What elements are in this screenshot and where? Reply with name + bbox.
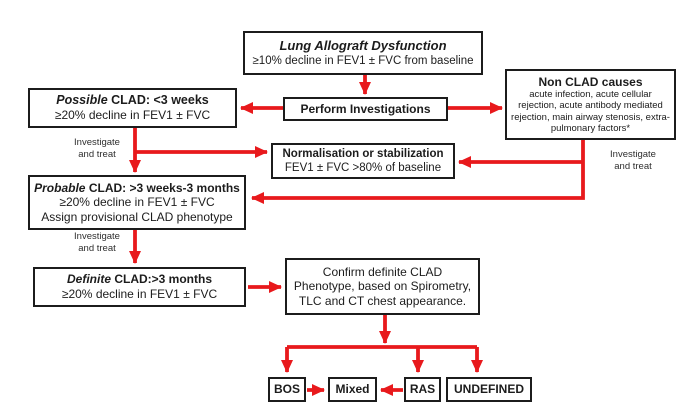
normalisation-stabilization-box: Normalisation or stabilization FEV1 ± FV… [271, 143, 455, 179]
box-body: acute infection, acute cellular rejectio… [511, 88, 670, 135]
undefined-box: UNDEFINED [446, 377, 532, 402]
box-title: Non CLAD causes [538, 74, 643, 89]
box-subtitle: ≥10% decline in FEV1 ± FVC from baseline [252, 54, 474, 67]
box-line2: ≥20% decline in FEV1 ± FVC [59, 195, 215, 210]
box-body: Confirm definite CLAD Phenotype, based o… [293, 264, 472, 308]
label-line2: and treat [614, 160, 652, 172]
box-subtitle: ≥20% decline in FEV1 ± FVC [61, 287, 218, 301]
label-line1: Investigate [610, 149, 656, 160]
mixed-box: Mixed [328, 377, 377, 402]
box-subtitle: ≥20% decline in FEV1 ± FVC [54, 108, 211, 123]
box-title: Lung Allograft Dysfunction [279, 38, 447, 54]
box-title-rest: CLAD: >3 weeks-3 months [85, 180, 240, 195]
definite-clad-box: Definite CLAD:>3 months ≥20% decline in … [33, 267, 246, 307]
box-subtitle: FEV1 ± FVC >80% of baseline [284, 162, 442, 174]
label-line2: and treat [78, 242, 116, 254]
box-title: RAS [409, 382, 436, 397]
box-title-emphasis: Probable [34, 180, 86, 195]
label-line2: and treat [78, 148, 116, 160]
probable-clad-box: Probable CLAD: >3 weeks-3 months ≥20% de… [28, 175, 246, 230]
box-title-emphasis: Possible [56, 93, 108, 108]
label-line1: Investigate [74, 231, 120, 242]
non-clad-causes-box: Non CLAD causes acute infection, acute c… [505, 69, 676, 140]
box-title: BOS [273, 382, 300, 397]
possible-clad-box: Possible CLAD: <3 weeks ≥20% decline in … [28, 88, 237, 128]
ras-box: RAS [404, 377, 441, 402]
box-title: UNDEFINED [453, 382, 524, 397]
bos-box: BOS [268, 377, 306, 402]
box-title: Normalisation or stabilization [282, 147, 444, 160]
confirm-phenotype-box: Confirm definite CLAD Phenotype, based o… [285, 258, 480, 315]
box-title: Mixed [335, 382, 370, 397]
investigate-and-treat-label-right: Investigate and treat [598, 149, 668, 173]
box-title: Definite CLAD:>3 months [67, 272, 212, 287]
box-title: Possible CLAD: <3 weeks [56, 93, 209, 108]
investigate-and-treat-label-left-lower: Investigate and treat [62, 231, 132, 255]
lung-allograft-dysfunction-box: Lung Allograft Dysfunction ≥10% decline … [243, 31, 483, 75]
investigate-and-treat-label-left-upper: Investigate and treat [62, 137, 132, 161]
arrow-nonclad-to-probable [251, 140, 585, 204]
box-title: Perform Investigations [300, 101, 431, 116]
perform-investigations-box: Perform Investigations [283, 97, 448, 121]
box-title-emphasis: Definite [66, 272, 111, 287]
box-line3: Assign provisional CLAD phenotype [41, 209, 233, 224]
box-title-rest: CLAD: <3 weeks [107, 93, 209, 108]
label-line1: Investigate [74, 137, 120, 148]
box-title: Probable CLAD: >3 weeks-3 months [34, 181, 240, 196]
box-title-rest: CLAD:>3 months [111, 272, 213, 287]
